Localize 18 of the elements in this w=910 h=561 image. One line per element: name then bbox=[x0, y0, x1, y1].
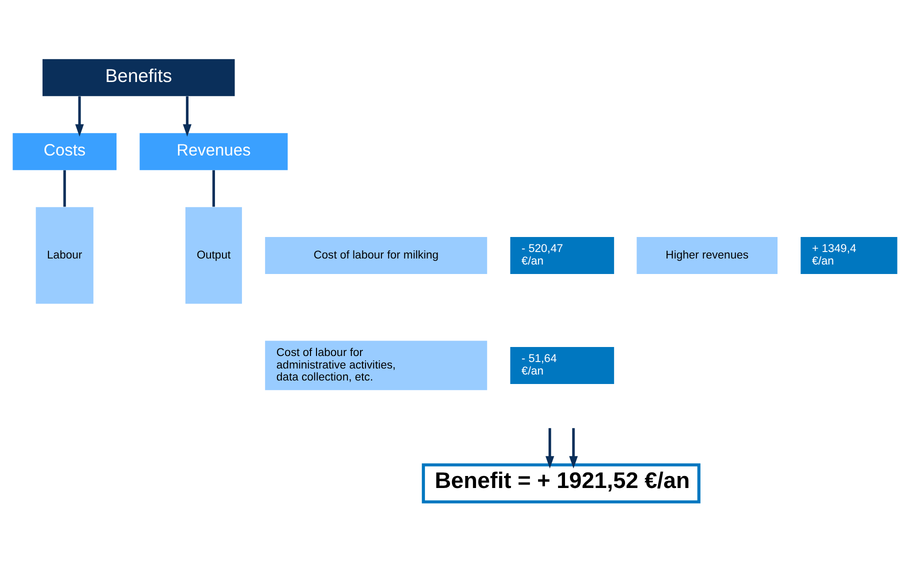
arrow bbox=[569, 428, 578, 469]
node-box: - 520,47 €/an bbox=[510, 236, 614, 274]
node-box: Output bbox=[185, 207, 242, 304]
arrow bbox=[75, 96, 84, 137]
arrow bbox=[182, 96, 192, 137]
node-box: Cost of labour for milking bbox=[265, 236, 488, 274]
connector bbox=[63, 170, 66, 207]
connector bbox=[212, 170, 215, 207]
node-box: Cost of labour for administrative activities, data collection, etc. bbox=[265, 340, 488, 390]
node-box: Higher revenues bbox=[636, 236, 778, 274]
node-box: Labour bbox=[36, 207, 94, 304]
node-box: + 1349,4 €/an bbox=[800, 236, 898, 274]
node-box: Benefits bbox=[42, 59, 235, 96]
node-box: - 51,64 €/an bbox=[510, 346, 614, 384]
arrow bbox=[546, 428, 554, 469]
node-box: Benefit = + 1921,52 €/an bbox=[422, 463, 700, 504]
node-box: Costs bbox=[12, 133, 117, 170]
node-box: Revenues bbox=[140, 133, 288, 170]
